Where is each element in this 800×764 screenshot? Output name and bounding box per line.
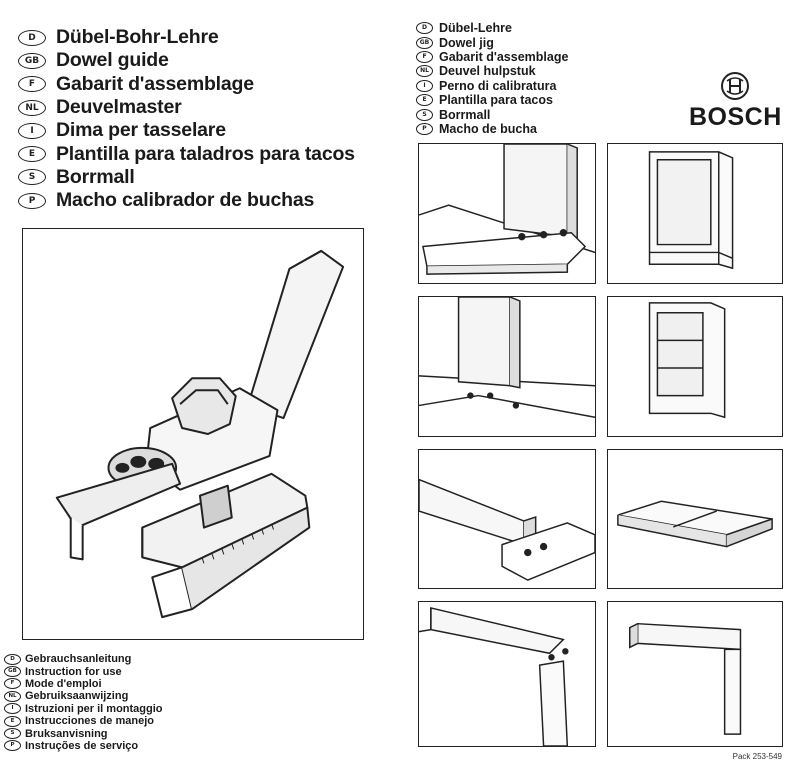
instruction-row: F Mode d'emploi: [4, 678, 163, 690]
alt-name-row: E Plantilla para tacos: [416, 93, 568, 107]
language-badge: GB: [18, 52, 46, 69]
instructions-list: D Gebrauchsanleitung GB Instruction for us…: [4, 653, 163, 752]
title-text: Dima per tasselare: [56, 119, 226, 142]
title-row-i: I Dima per tasselare: [18, 119, 355, 142]
language-badge: I: [4, 703, 21, 715]
language-badge: I: [18, 122, 46, 139]
instruction-text: Istruzioni per il montaggio: [25, 702, 163, 715]
language-badge: NL: [416, 65, 433, 78]
title-text: Borrmall: [56, 165, 135, 188]
instruction-row: I Istruzioni per il montaggio: [4, 703, 163, 715]
title-text: Deuvelmaster: [56, 96, 182, 119]
alt-name-text: Plantilla para tacos: [439, 93, 553, 108]
language-badge: D: [416, 22, 433, 35]
alt-name-text: Dübel-Lehre: [439, 21, 512, 36]
language-badge: P: [4, 740, 21, 752]
title-text: Plantilla para taladros para tacos: [56, 142, 355, 165]
instruction-row: D Gebrauchsanleitung: [4, 653, 163, 665]
language-badge: NL: [18, 99, 46, 116]
title-text: Dübel-Bohr-Lehre: [56, 26, 219, 49]
alt-name-text: Deuvel hulpstuk: [439, 64, 536, 79]
language-badge: I: [416, 79, 433, 92]
alt-name-row: NL Deuvel hulpstuk: [416, 64, 568, 78]
bosch-logo: BOSCH: [689, 71, 782, 132]
language-badge: D: [4, 653, 21, 665]
language-badge: S: [416, 108, 433, 121]
title-row-nl: NL Deuvelmaster: [18, 96, 355, 119]
title-row-d: D Dübel-Bohr-Lehre: [18, 26, 355, 49]
corner-frame-assembly-illustration: [418, 601, 596, 747]
panel-dowels-insert-illustration: [418, 143, 596, 284]
language-badge: E: [4, 715, 21, 727]
dowel-jig-illustration: [22, 228, 364, 640]
panel-on-board-illustration: [418, 296, 596, 437]
title-language-list: D Dübel-Bohr-Lehre GB Dowel guide F Gabarit…: [18, 26, 355, 212]
instruction-row: E Instrucciones de manejo: [4, 715, 163, 727]
language-badge: F: [416, 50, 433, 63]
instruction-text: Mode d'emploi: [25, 677, 102, 690]
title-text: Dowel guide: [56, 49, 169, 72]
alt-name-row: GB Dowel jig: [416, 35, 568, 50]
alt-name-text: Dowel jig: [439, 35, 494, 50]
title-row-gb: GB Dowel guide: [18, 49, 355, 72]
title-text: Macho calibrador de buchas: [56, 189, 315, 212]
alt-name-row: D Dübel-Lehre: [416, 21, 568, 35]
language-badge: E: [416, 94, 433, 107]
language-badge: GB: [416, 36, 433, 49]
alt-name-list: D Dübel-Lehre GB Dowel jig F Gabarit d'asse…: [416, 21, 568, 136]
title-row-e: E Plantilla para taladros para tacos: [18, 142, 355, 165]
boards-joined-flat-illustration: [607, 449, 783, 589]
alt-name-text: Gabarit d'assemblage: [439, 49, 569, 64]
instruction-text: Gebruiksaanwijzing: [25, 690, 129, 703]
instruction-text: Instrucciones de manejo: [25, 715, 154, 728]
alt-name-text: Borrmall: [439, 107, 491, 122]
title-row-s: S Borrmall: [18, 166, 355, 189]
board-end-dowels-illustration: [418, 449, 596, 589]
pack-number: Pack 253-549: [732, 752, 782, 761]
brand-name: BOSCH: [689, 103, 782, 131]
language-badge: S: [4, 728, 21, 740]
language-badge: E: [18, 146, 46, 163]
alt-name-row: S Borrmall: [416, 107, 568, 122]
alt-name-row: I Perno di calibratura: [416, 79, 568, 93]
bosch-armature-icon: [721, 72, 750, 100]
alt-name-text: Macho de bucha: [439, 121, 537, 136]
alt-name-row: F Gabarit d'assemblage: [416, 50, 568, 64]
instruction-text: Instruction for use: [25, 665, 122, 678]
language-badge: F: [4, 678, 21, 690]
instruction-row: GB Instruction for use: [4, 665, 163, 678]
cabinet-shelves-illustration: [607, 296, 783, 437]
alt-name-text: Perno di calibratura: [439, 78, 557, 93]
title-row-p: P Macho calibrador de buchas: [18, 189, 355, 212]
instruction-row: S Bruksanvisning: [4, 727, 163, 740]
language-badge: P: [18, 192, 46, 209]
language-badge: S: [18, 169, 46, 186]
title-row-f: F Gabarit d'assemblage: [18, 73, 355, 96]
language-badge: F: [18, 76, 46, 93]
alt-name-row: P Macho de bucha: [416, 122, 568, 136]
language-badge: P: [416, 122, 433, 135]
corner-frame-joined-illustration: [607, 601, 783, 747]
cabinet-frame-illustration: [607, 143, 783, 284]
instruction-row: NL Gebruiksaanwijzing: [4, 690, 163, 702]
title-text: Gabarit d'assemblage: [56, 72, 254, 95]
language-badge: GB: [4, 666, 21, 678]
language-badge: NL: [4, 690, 21, 702]
instruction-row: P Instruções de serviço: [4, 740, 163, 752]
instruction-text: Gebrauchsanleitung: [25, 653, 132, 666]
language-badge: D: [18, 29, 46, 46]
instruction-text: Instruções de serviço: [25, 739, 139, 752]
instruction-text: Bruksanvisning: [25, 727, 108, 740]
